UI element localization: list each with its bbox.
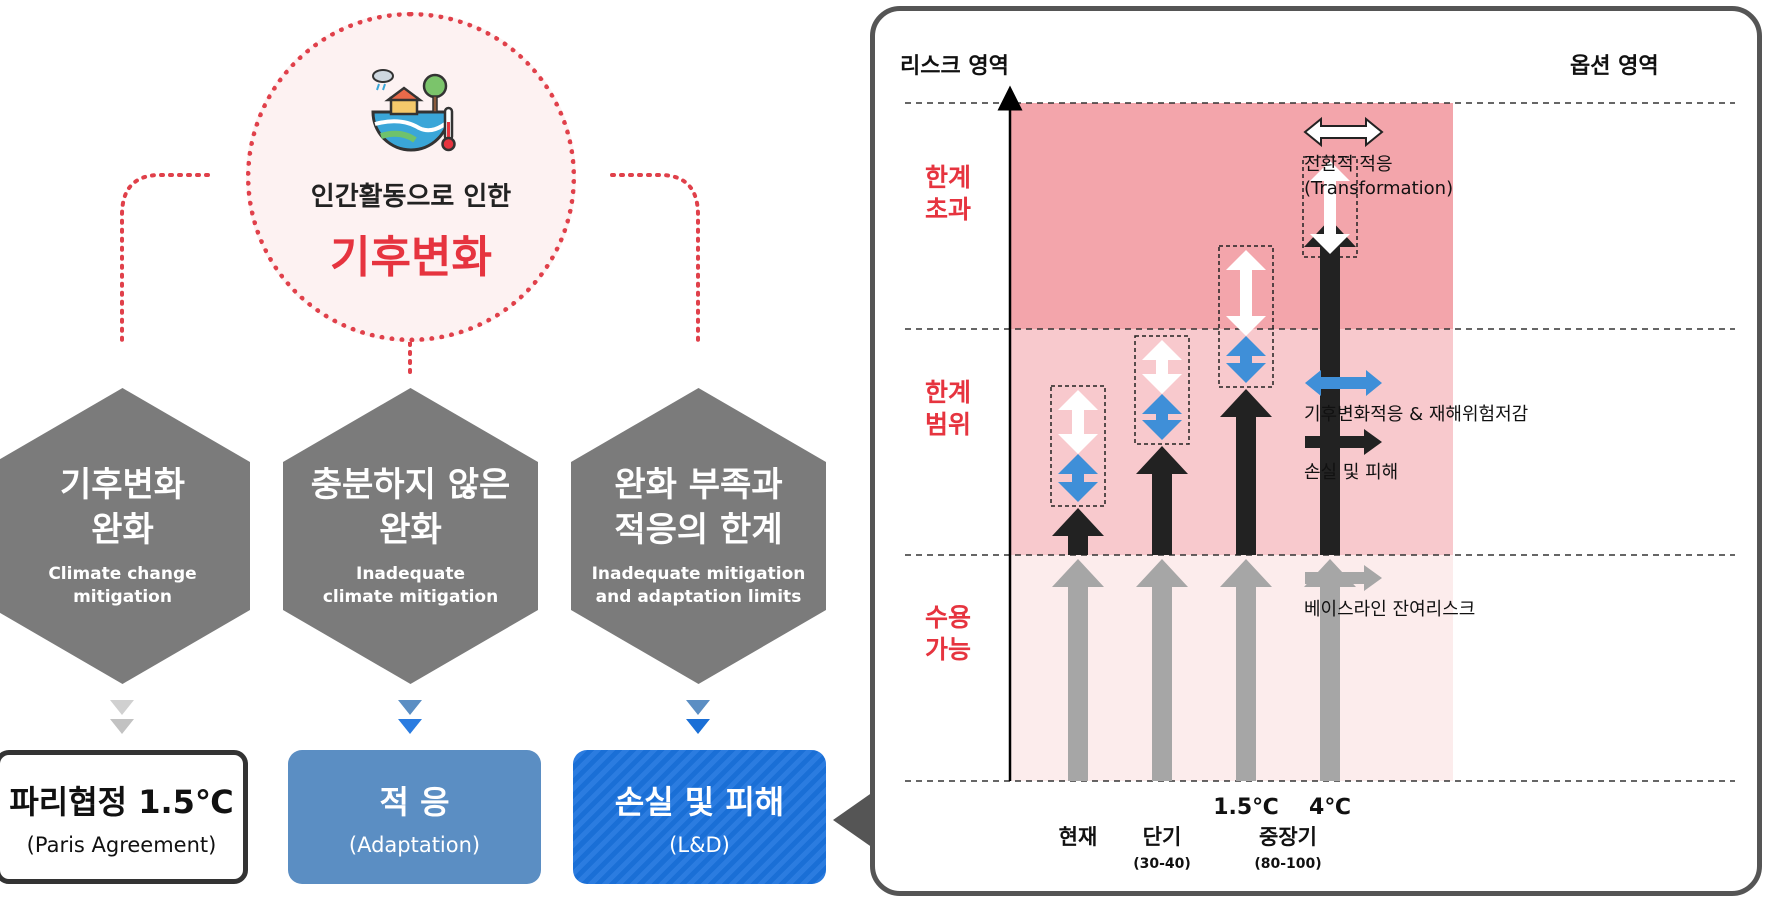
zone-label-accept: 수용 <box>925 603 971 632</box>
zone-label-range: 한계 <box>925 378 971 407</box>
hexagon-subtitle: Inadequate mitigation and adaptation lim… <box>591 564 806 608</box>
transformation-legend-icon <box>1303 116 1384 148</box>
chevron-down-icon <box>110 700 134 744</box>
baseline-risk-arrow <box>1136 559 1188 781</box>
box-subtitle: (L&D) <box>669 833 730 857</box>
period-years: (80-100) <box>1254 856 1321 872</box>
option-area-header: 옵션 영역 <box>1570 54 1659 79</box>
transformation-arrow <box>1142 340 1182 394</box>
loss-damage-arrow <box>1136 446 1188 555</box>
box-title: 파리협정 1.5℃ <box>9 783 234 821</box>
box-subtitle: (Paris Agreement) <box>26 833 217 857</box>
zone-label-range: 범위 <box>925 410 971 439</box>
box-title: 손실 및 피해 <box>614 783 785 821</box>
adaptation-arrow <box>1058 454 1098 502</box>
period-years: (30-40) <box>1133 856 1191 872</box>
temperature-label: 1.5℃ <box>1213 795 1279 820</box>
zone-label-exceed: 초과 <box>925 195 971 224</box>
period-label: 현재 <box>1059 825 1098 849</box>
legend-label: 기후변화적응 & 재해위험저감 <box>1304 404 1528 425</box>
risk-area-header: 리스크 영역 <box>900 54 1009 79</box>
hexagon-title: 충분하지 않은 완화 <box>310 464 511 551</box>
adaptation-option-box <box>1134 335 1190 445</box>
legend-label: 손실 및 피해 <box>1304 462 1398 483</box>
legend-label: 전환적 적응 <box>1304 154 1393 175</box>
loss-damage-arrow <box>1052 508 1104 555</box>
zone-label-accept: 가능 <box>925 635 971 664</box>
temperature-label: 4℃ <box>1309 795 1351 820</box>
adaptation-legend-icon <box>1305 370 1382 396</box>
paris-agreement-box: 파리협정 1.5℃ (Paris Agreement) <box>0 750 248 884</box>
baseline-risk-arrow <box>1052 559 1104 781</box>
hexagon-subtitle: Climate change mitigation <box>48 564 197 608</box>
box-title: 적 응 <box>379 783 450 821</box>
connector-lines <box>120 173 700 380</box>
hexagon-subtitle: Inadequate climate mitigation <box>322 564 499 608</box>
baseline-legend-icon <box>1305 565 1382 591</box>
hexagon-title: 완화 부족과 적응의 한계 <box>614 464 783 551</box>
climate-change-circle: 인간활동으로 인한 기후변화 <box>246 12 576 342</box>
adaptation-option-box <box>1050 385 1106 507</box>
adaptation-arrow <box>1142 394 1182 440</box>
chevron-down-icon <box>398 700 422 744</box>
transformation-arrow <box>1226 250 1266 336</box>
transformation-arrow <box>1058 390 1098 454</box>
zone-exceed <box>1010 103 1453 329</box>
center-subtitle: 인간활동으로 인한 <box>310 181 512 212</box>
center-title: 기후변화 <box>330 231 492 283</box>
legend-label: 베이스라인 잔여리스크 <box>1304 599 1475 620</box>
period-label: 중장기 <box>1259 825 1317 849</box>
baseline-risk-arrow <box>1220 559 1272 781</box>
hexagon-title: 기후변화 완화 <box>59 464 186 551</box>
period-label: 단기 <box>1143 825 1182 849</box>
adaptation-arrow <box>1226 336 1266 383</box>
box-subtitle: (Adaptation) <box>348 833 481 857</box>
loss-and-damage-box: 손실 및 피해 (L&D) <box>573 750 826 884</box>
legend-label: (Transformation) <box>1304 178 1453 199</box>
adaptation-box: 적 응 (Adaptation) <box>288 750 541 884</box>
baseline-risk-arrow <box>1304 559 1356 781</box>
zone-label-exceed: 한계 <box>925 163 971 192</box>
loss-damage-legend-icon <box>1305 429 1382 455</box>
panel-pointer <box>833 792 873 848</box>
chevron-down-icon <box>686 700 710 744</box>
earth-climate-icon <box>371 68 456 151</box>
loss-damage-arrow <box>1220 389 1272 555</box>
transformation-arrow <box>1310 161 1350 254</box>
